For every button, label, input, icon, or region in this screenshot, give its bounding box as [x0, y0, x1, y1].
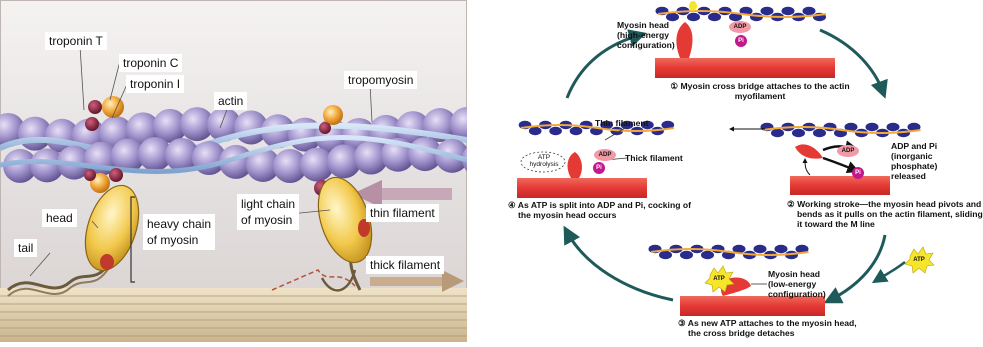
actin-monomer: [701, 251, 714, 259]
atp-hydrolysis-line2: hydrolysis: [523, 161, 565, 168]
step1-adp-badge: ADP: [729, 24, 751, 30]
left-illustration-svg: [0, 0, 467, 342]
label-thin-filament: thin filament: [366, 204, 439, 222]
atp-hydrolysis-label: ATP hydrolysis: [523, 154, 565, 168]
step1-callout-line3: configuration): [617, 40, 675, 50]
step2-adp-pi-line3: phosphate): [891, 161, 937, 171]
actin-monomer: [813, 129, 826, 137]
step4-pi-badge: Pi: [593, 165, 605, 171]
step1-callout-line1: Myosin head: [617, 20, 675, 30]
step4-myosin-head: [568, 152, 582, 178]
actin-monomer: [570, 127, 583, 135]
actin-monomer: [781, 7, 794, 15]
actin-monomer: [771, 129, 784, 137]
step4-caption-line2: the myosin head occurs: [508, 210, 691, 220]
step3-caption-line2: the cross bridge detaches: [678, 328, 857, 338]
actin-monomer: [659, 251, 672, 259]
step3-atp-badge: ATP: [709, 276, 729, 282]
step4-caption-line1: ④ As ATP is split into ADP and Pi, cocki…: [508, 200, 691, 210]
cycle-arrow-2-to-3: [830, 235, 885, 300]
thick-filament-shape: [0, 288, 467, 342]
actin-monomer: [549, 127, 562, 135]
step4-caption: ④ As ATP is split into ADP and Pi, cocki…: [508, 200, 691, 220]
actin-monomer: [792, 129, 805, 137]
step3-caption-line1: ③ As new ATP attaches to the myosin head…: [678, 318, 857, 328]
actin-monomer: [774, 245, 787, 253]
step3-callout: Myosin head (low-energy configuration): [768, 269, 826, 299]
step2-adp-pi-line1: ADP and Pi: [891, 141, 937, 151]
label-light-chain: light chain of myosin: [237, 194, 299, 230]
right-panel-cross-bridge-cycle: ADP Pi ADP Pi ADP Pi ATP ATP ATP hydroly…: [505, 0, 983, 342]
label-light-chain-line2: of myosin: [241, 212, 295, 228]
label-thick-filament: thick filament: [366, 256, 444, 274]
label-troponin-t: troponin T: [45, 32, 107, 50]
step2-adp-pi-released: ADP and Pi (inorganic phosphate) release…: [891, 141, 937, 181]
label-heavy-chain: heavy chain of myosin: [143, 214, 215, 250]
actin-monomer: [802, 7, 815, 15]
step4-thick-filament: [517, 178, 647, 198]
step1-pi-badge: Pi: [735, 38, 747, 44]
step4-thin-filament-label: Thin filament: [595, 118, 648, 128]
step2-caption-line2: bends as it pulls on the actin filament,…: [787, 209, 983, 219]
actin-monomer: [529, 127, 542, 135]
actin-monomer: [753, 245, 766, 253]
step2-thick-filament: [790, 176, 890, 195]
label-troponin-c: troponin C: [119, 54, 182, 72]
label-troponin-i: troponin I: [126, 75, 184, 93]
step3-caption: ③ As new ATP attaches to the myosin head…: [678, 318, 857, 338]
step2-pi-badge: Pi: [852, 170, 864, 176]
step1-caption: ① Myosin cross bridge attaches to the ac…: [655, 81, 865, 101]
step4-adp-badge: ADP: [594, 152, 616, 158]
step3-callout-line1: Myosin head: [768, 269, 826, 279]
step1-callout-line2: (high-energy: [617, 30, 675, 40]
step2-adp-pi-line4: released: [891, 171, 937, 181]
cycle-arrow-3-to-4: [567, 232, 673, 300]
left-panel-sarcomere-illustration: troponin T troponin C troponin I actin t…: [0, 0, 467, 342]
step3-thick-filament: [680, 296, 825, 316]
step2-caption-line1: ② Working stroke—the myosin head pivots …: [787, 199, 983, 209]
actin-monomer: [687, 13, 700, 21]
label-tropomyosin: tropomyosin: [344, 71, 417, 89]
label-actin: actin: [214, 92, 247, 110]
label-tail: tail: [14, 239, 37, 257]
step2-caption-line3: it toward the M line: [787, 219, 983, 229]
step2-caption: ② Working stroke—the myosin head pivots …: [787, 199, 983, 229]
step1-caption-line2: myofilament: [655, 91, 865, 101]
actin-monomer: [760, 7, 773, 15]
actin-monomer: [886, 123, 899, 131]
atp-input-arrow: [877, 262, 905, 280]
label-head: head: [42, 209, 77, 227]
label-heavy-chain-line2: of myosin: [147, 232, 211, 248]
step1-myosin-head: [676, 22, 692, 58]
actin-monomer: [708, 13, 721, 21]
step2-adp-badge: ADP: [837, 148, 859, 154]
step4-thick-filament-label: Thick filament: [625, 153, 683, 163]
atp-hydrolysis-line1: ATP: [523, 154, 565, 161]
step1-callout: Myosin head (high-energy configuration): [617, 20, 675, 50]
step1-caption-line1: ① Myosin cross bridge attaches to the ac…: [655, 81, 865, 91]
step1-thick-filament: [655, 58, 835, 78]
actin-monomer: [680, 251, 693, 259]
step2-myosin-head: [795, 144, 823, 158]
label-heavy-chain-line1: heavy chain: [147, 216, 211, 232]
free-atp-badge: ATP: [909, 257, 929, 263]
step2-adp-pi-line2: (inorganic: [891, 151, 937, 161]
label-light-chain-line1: light chain: [241, 196, 295, 212]
step3-callout-line2: (low-energy: [768, 279, 826, 289]
step3-callout-line3: configuration): [768, 289, 826, 299]
actin-monomer: [865, 123, 878, 131]
